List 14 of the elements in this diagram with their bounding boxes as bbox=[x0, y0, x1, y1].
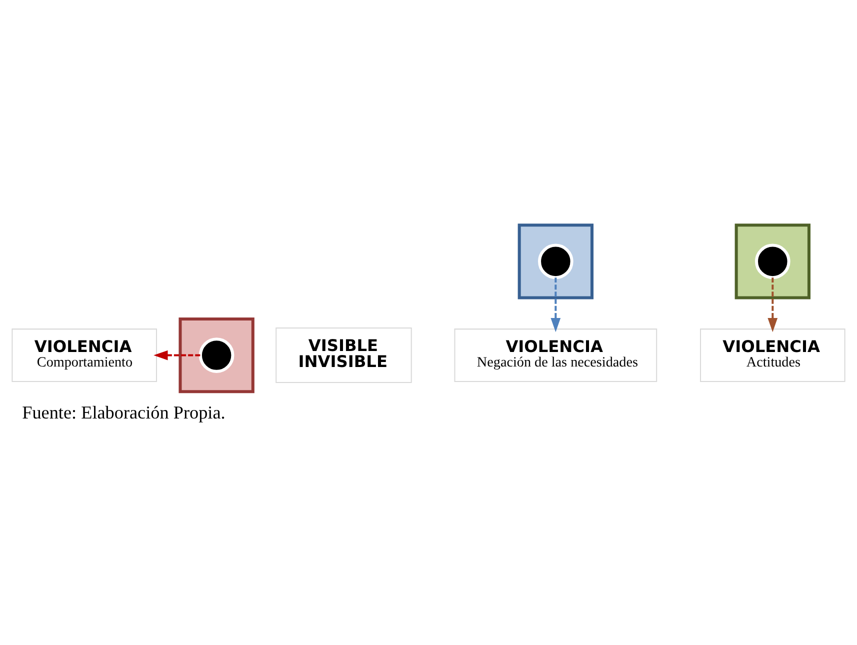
cluster bbox=[734, 224, 810, 300]
arrow bbox=[550, 278, 561, 332]
cluster bbox=[178, 317, 254, 394]
caption: Fuente: Elaboración Propia. bbox=[22, 402, 226, 422]
node-box: VIOLENCIA Actitudes bbox=[700, 328, 846, 382]
arrow bbox=[154, 350, 200, 360]
node-box: VIOLENCIA Comportamiento bbox=[12, 328, 158, 382]
arrow bbox=[768, 278, 778, 332]
node-circle bbox=[754, 244, 790, 280]
cluster bbox=[518, 224, 594, 300]
node-circle bbox=[538, 244, 574, 280]
node-box: VIOLENCIA Negación de las necesidades bbox=[454, 328, 658, 382]
node-circle bbox=[198, 338, 234, 373]
node-box: VISIBLE INVISIBLE bbox=[276, 328, 412, 384]
